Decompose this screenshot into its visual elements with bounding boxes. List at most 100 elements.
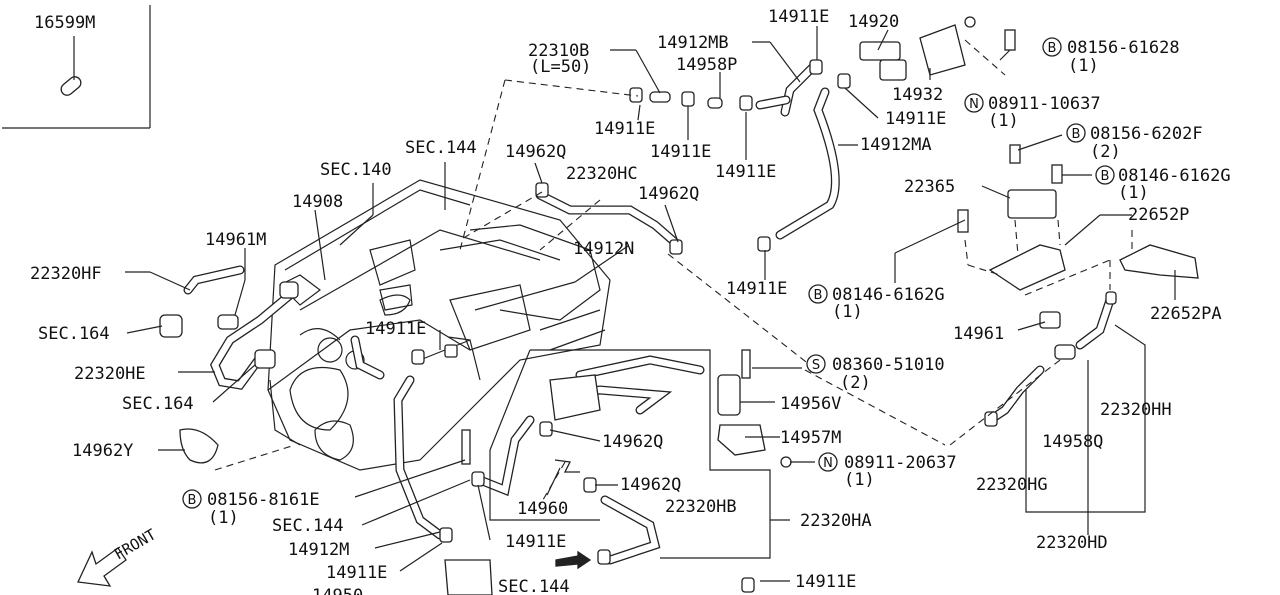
bolt-icon: [461, 429, 471, 465]
clamp-icon: [597, 549, 611, 565]
clamp-icon: [741, 577, 755, 593]
label-SEC164: SEC.164: [38, 324, 110, 344]
label-08911-10637-qty: (1): [988, 111, 1019, 131]
valve-14920: [859, 41, 901, 61]
label-08156-61628-qty: (1): [1068, 56, 1099, 76]
label-14912M: 14912M: [288, 540, 349, 560]
label-08911-10637: 08911-10637: [988, 94, 1101, 114]
engine-block: [267, 179, 611, 471]
badge-bolt: B: [1101, 169, 1110, 184]
label-22320HC: 22320HC: [566, 164, 638, 184]
clamp-icon: [809, 59, 823, 75]
badge-nut: N: [823, 456, 833, 471]
label-14911E: 14911E: [768, 7, 829, 27]
label-14911E: 14911E: [365, 319, 426, 339]
badge-nut: N: [969, 97, 979, 112]
label-22320HF: 22320HF: [30, 264, 102, 284]
label-22320HA: 22320HA: [800, 511, 872, 531]
bolt-icon: [741, 349, 751, 379]
label-SEC144: SEC.144: [272, 516, 344, 536]
label-14962Q: 14962Q: [505, 142, 566, 162]
badge-bolt: B: [1072, 127, 1081, 142]
label-16599M: 16599M: [34, 13, 95, 33]
label-22320HH: 22320HH: [1100, 400, 1172, 420]
label-22310B: 22310B: [528, 41, 589, 61]
label-14920: 14920: [848, 12, 899, 32]
clamp-icon: [583, 477, 597, 493]
label-08360-51010: 08360-51010: [832, 355, 945, 375]
label-14912MB: 14912MB: [657, 33, 729, 53]
valve-14956V: [717, 374, 741, 416]
badge-bolt: B: [188, 493, 197, 508]
label-08146-6162G-qty: (1): [1118, 183, 1149, 203]
label-14911E: 14911E: [795, 572, 856, 592]
label-22652P: 22652P: [1128, 205, 1189, 225]
label-08156-61628: 08156-61628: [1067, 38, 1180, 58]
label-08156-6202F: 08156-6202F: [1090, 124, 1203, 144]
label-14958P: 14958P: [676, 55, 737, 75]
label-22320HB: 22320HB: [665, 497, 737, 517]
label-14961M: 14961M: [205, 230, 266, 250]
label-14956V: 14956V: [780, 394, 841, 414]
front-arrow: [77, 547, 127, 587]
label-14911E: 14911E: [326, 563, 387, 583]
label-14932: 14932: [892, 85, 943, 105]
clamp-icon: [757, 236, 771, 252]
label-08146-6162G: 08146-6162G: [1118, 166, 1231, 186]
bracket-14957M: [717, 424, 766, 456]
clamp-icon: [411, 349, 425, 365]
clamps: [159, 16, 1199, 595]
badge-screw: S: [812, 358, 820, 373]
label-08156-8161E-qty: (1): [208, 508, 239, 528]
clamp-icon: [681, 91, 695, 107]
label-14961: 14961: [953, 324, 1004, 344]
label-22320HD: 22320HD: [1036, 533, 1108, 553]
label-14962Q: 14962Q: [602, 432, 663, 452]
label-14911E: 14911E: [650, 142, 711, 162]
label-08911-20637: 08911-20637: [844, 453, 957, 473]
label-14911E: 14911E: [715, 162, 776, 182]
label-SEC140: SEC.140: [320, 160, 392, 180]
arrow-icon: [555, 550, 592, 570]
bracket-22652PA: [1119, 244, 1199, 279]
clamp-icon: [539, 421, 553, 437]
label-14912N: 14912N: [573, 239, 634, 259]
label-SEC164: SEC.164: [122, 394, 194, 414]
bracket-14932: [919, 24, 966, 76]
bracket-22652P: [988, 244, 1066, 291]
label-08146-6162G: 08146-6162G: [832, 285, 945, 305]
plug-icon: [60, 76, 82, 96]
label-14958Q: 14958Q: [1042, 432, 1103, 452]
front-arrow-icon: [77, 547, 127, 587]
band-14962Y: [179, 428, 219, 464]
leader-lines: [125, 26, 1176, 582]
label-FRONT: FRONT: [111, 525, 159, 563]
label-14911E: 14911E: [885, 109, 946, 129]
label-08146-6162G-qty: (1): [832, 302, 863, 322]
clamp-icon: [471, 471, 485, 487]
label-14911E: 14911E: [594, 119, 655, 139]
clamp-icon: [439, 527, 453, 543]
label-14962Y: 14962Y: [72, 441, 133, 461]
label-14962Q: 14962Q: [638, 184, 699, 204]
label-08156-6202F-qty: (2): [1090, 142, 1121, 162]
brackets-right: [1025, 324, 1146, 535]
label-22365: 22365: [904, 177, 955, 197]
canister-14950: [444, 559, 493, 595]
label-14912MA: 14912MA: [860, 135, 932, 155]
clamp-icon: [837, 73, 851, 89]
badges: B N B B B S N B: [182, 37, 1115, 509]
clamp-icon: [629, 87, 643, 103]
label-14911E: 14911E: [726, 279, 787, 299]
clamp-icon: [739, 95, 753, 111]
label-14960: 14960: [517, 499, 568, 519]
label-22652PA: 22652PA: [1150, 304, 1222, 324]
badge-bolt: B: [1048, 41, 1057, 56]
label-14911E: 14911E: [505, 532, 566, 552]
label-08911-20637-qty: (1): [844, 470, 875, 490]
clamp-icon: [669, 239, 683, 255]
label-22320HE: 22320HE: [74, 364, 146, 384]
label-14950: 14950: [312, 586, 363, 595]
